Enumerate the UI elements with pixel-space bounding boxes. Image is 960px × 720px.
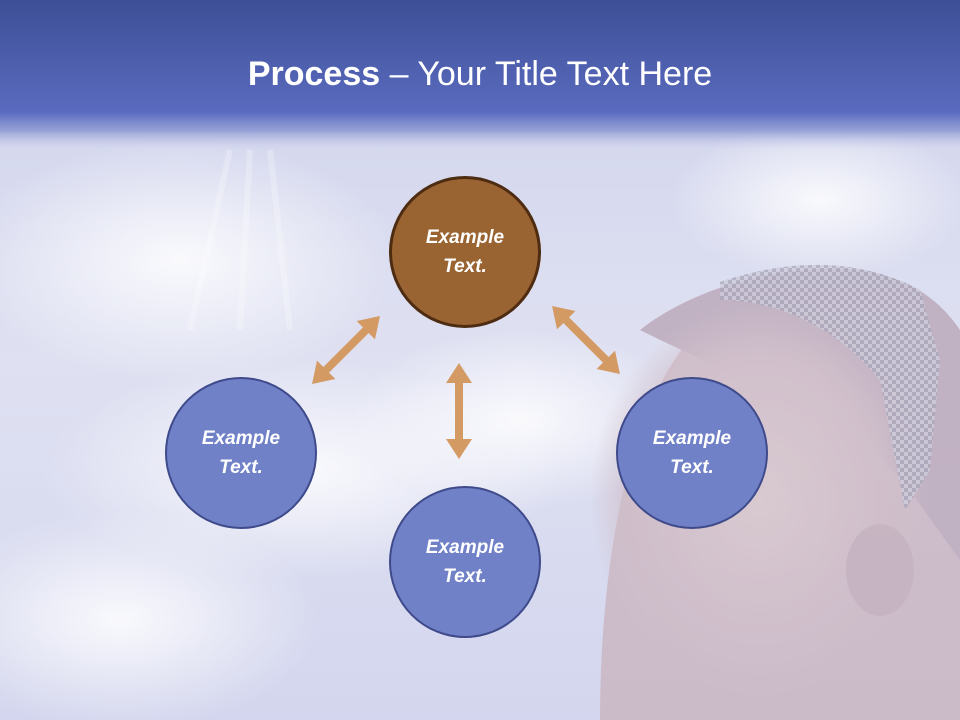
title-separator: –	[380, 55, 418, 93]
node-bottom-line1: Example	[425, 537, 505, 558]
node-top-line1: Example	[425, 227, 505, 248]
process-node-left: Example Text.	[165, 377, 317, 529]
title-band	[0, 0, 960, 150]
node-left-line1: Example	[201, 428, 281, 449]
arrow-top-right	[552, 306, 620, 374]
title-bold: Process	[247, 55, 381, 93]
arrow-top-left	[312, 316, 380, 384]
page-title: Process – Your Title Text Here	[0, 52, 960, 96]
node-left-line2: Text.	[219, 457, 263, 478]
process-node-right: Example Text.	[616, 377, 768, 529]
arrow-vertical	[446, 363, 472, 459]
process-node-bottom: Example Text.	[389, 486, 541, 638]
node-right-line1: Example	[652, 428, 732, 449]
node-right-line2: Text.	[670, 457, 714, 478]
node-top-line2: Text.	[443, 256, 487, 277]
node-bottom-line2: Text.	[443, 566, 487, 587]
title-rest: Your Title Text Here	[417, 55, 713, 93]
process-node-top: Example Text.	[389, 176, 541, 328]
